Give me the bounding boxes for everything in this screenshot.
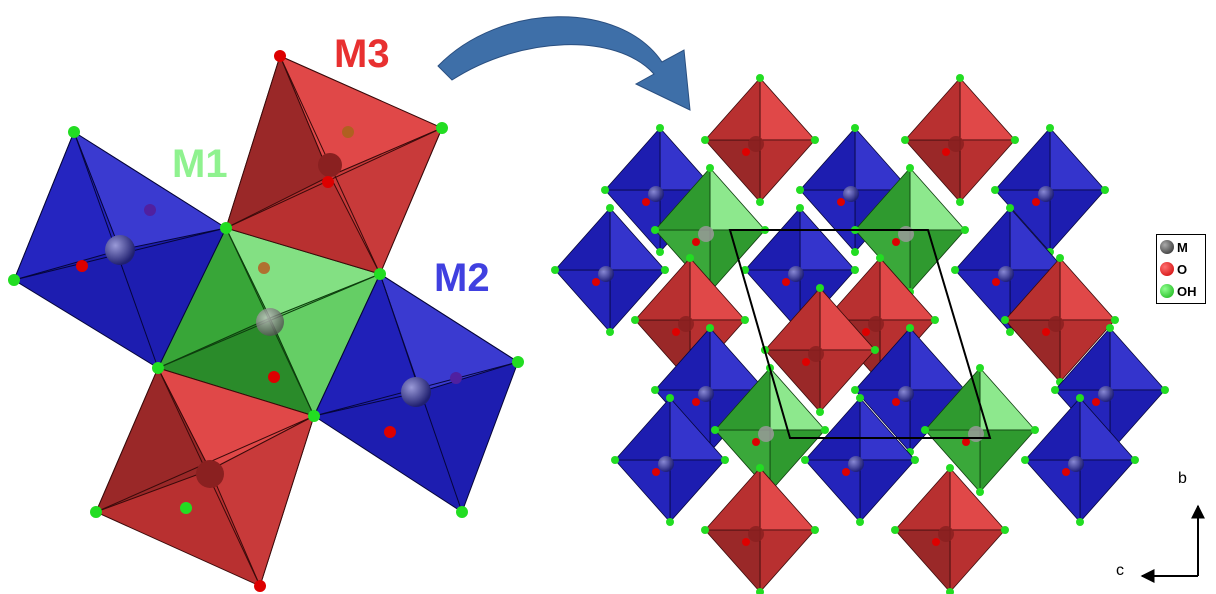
m2-octahedron-right — [313, 272, 520, 513]
axis-indicator — [1140, 504, 1205, 583]
gray-atom-icon — [1160, 240, 1174, 254]
legend-row-oxygen: O — [1160, 259, 1187, 279]
lattice-octahedron-red — [901, 74, 1019, 206]
m1-label: M1 — [172, 142, 228, 186]
lattice-octahedron-blue — [991, 124, 1109, 256]
m2-octahedron-left — [13, 130, 228, 369]
lattice-octahedron-blue — [551, 204, 669, 336]
atom-legend: M O OH — [1156, 234, 1206, 304]
m2-label: M2 — [434, 256, 490, 300]
left-cluster — [8, 50, 524, 592]
lattice-octahedron-blue — [1021, 394, 1139, 526]
legend-label-hydroxyl: OH — [1177, 283, 1197, 299]
lattice-octahedron-blue — [611, 394, 729, 526]
lattice-octahedron-green — [651, 164, 769, 296]
unit-cell-outline — [728, 229, 992, 439]
legend-label-metal: M — [1177, 239, 1188, 255]
lattice-octahedron-red — [891, 464, 1009, 594]
legend-row-metal: M — [1160, 237, 1188, 257]
b-axis-label: b — [1178, 470, 1187, 487]
curved-arrow — [437, 16, 691, 111]
packed-lattice — [551, 74, 1169, 594]
lattice-octahedron-red — [701, 464, 819, 594]
legend-label-oxygen: O — [1177, 261, 1188, 277]
red-atom-icon — [1160, 262, 1174, 276]
lattice-octahedron-red — [761, 284, 879, 416]
lattice-octahedron-green — [921, 364, 1039, 496]
lattice-octahedron-red — [1001, 254, 1119, 386]
m3-octahedron-bottom — [95, 366, 316, 588]
m3-label: M3 — [334, 32, 390, 76]
lattice-octahedron-blue — [801, 394, 919, 526]
legend-row-hydroxyl: OH — [1160, 281, 1197, 301]
green-atom-icon — [1160, 284, 1174, 298]
c-axis-label: c — [1116, 562, 1124, 579]
m1-octahedron — [156, 226, 382, 418]
lattice-octahedron-red — [701, 74, 819, 206]
left-vertex-atoms — [8, 50, 524, 592]
m3-octahedron-top — [225, 54, 444, 276]
